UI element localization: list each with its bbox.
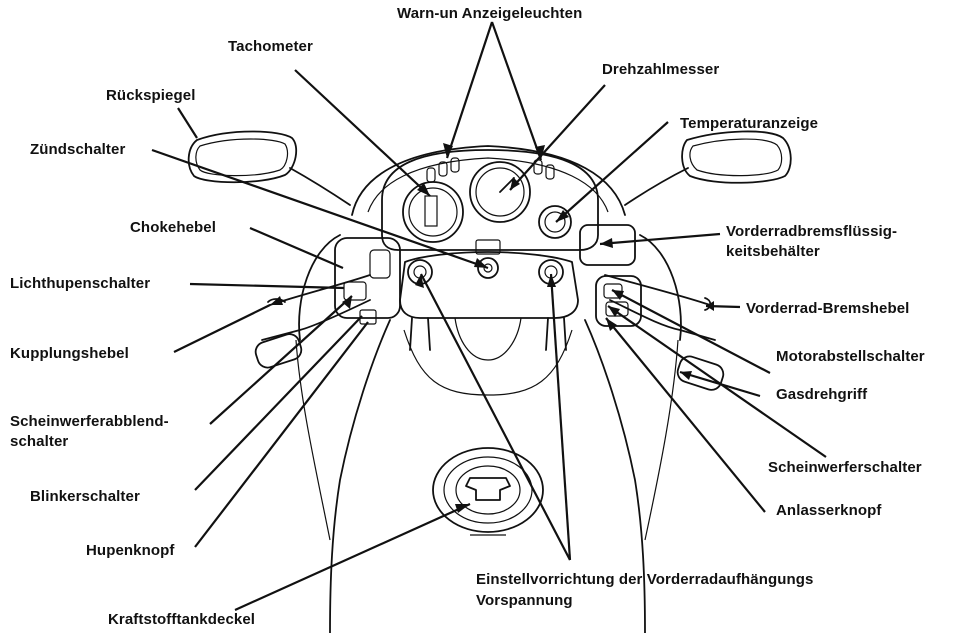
label-fork-preload-adjuster-2: Vorspannung <box>476 591 573 610</box>
label-front-brake-lever: Vorderrad-Bremshebel <box>746 299 909 318</box>
label-horn-button: Hupenknopf <box>86 541 175 560</box>
label-brake-fluid-reservoir-1: Vorderradbremsflüssig- <box>726 222 897 241</box>
label-ignition-switch: Zündschalter <box>30 140 125 159</box>
label-dimmer-switch-2: schalter <box>10 432 68 451</box>
label-throttle-grip: Gasdrehgriff <box>776 385 867 404</box>
label-starter-button: Anlasserknopf <box>776 501 882 520</box>
label-tachometer: Tachometer <box>228 37 313 56</box>
label-clutch-lever: Kupplungshebel <box>10 344 129 363</box>
label-temperature-gauge: Temperaturanzeige <box>680 114 818 133</box>
fork-tubes <box>410 318 566 360</box>
label-choke-lever: Chokehebel <box>130 218 216 237</box>
handlebars <box>253 275 726 392</box>
label-dimmer-switch-1: Scheinwerferabblend- <box>10 412 169 431</box>
label-tachometer-rpm: Drehzahlmesser <box>602 60 719 79</box>
label-rear-mirror: Rückspiegel <box>106 86 195 105</box>
leader-lines <box>152 22 826 610</box>
label-fork-preload-adjuster-1: Einstellvorrichtung der Vorderradaufhäng… <box>476 570 814 589</box>
label-headlight-switch: Scheinwerferschalter <box>768 458 922 477</box>
label-headlight-flasher-switch: Lichthupenschalter <box>10 274 150 293</box>
label-turn-signal-switch: Blinkerschalter <box>30 487 140 506</box>
instrument-cluster <box>382 150 598 250</box>
label-engine-stop-switch: Motorabstellschalter <box>776 347 925 366</box>
right-mirror <box>625 131 791 205</box>
label-brake-fluid-reservoir-2: keitsbehälter <box>726 242 820 261</box>
left-mirror <box>189 132 350 206</box>
fuel-cap <box>433 448 543 535</box>
label-warning-lights: Warn-un Anzeigeleuchten <box>397 4 582 23</box>
label-fuel-filler-cap: Kraftstofftankdeckel <box>108 610 255 629</box>
